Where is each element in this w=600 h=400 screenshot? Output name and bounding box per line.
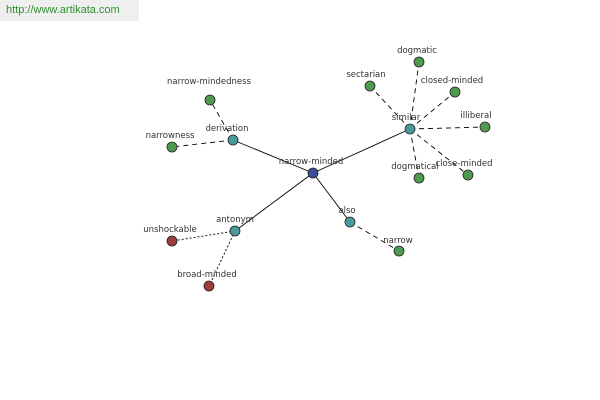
edge-antonym-unshockable xyxy=(171,230,236,242)
node-label-sectarian[interactable]: sectarian xyxy=(346,70,385,80)
node-narrowness[interactable] xyxy=(166,141,178,153)
node-label-narrow-minded[interactable]: narrow-minded xyxy=(279,157,344,167)
node-label-unshockable[interactable]: unshockable xyxy=(143,225,196,235)
labels-layer: narrow-minded derivation similar antonym als… xyxy=(143,46,492,280)
edge-similar-sectarian xyxy=(369,85,411,130)
edge-narrow-minded-antonym xyxy=(234,172,314,232)
edge-narrow-minded-similar xyxy=(312,128,411,174)
edge-also-narrow xyxy=(349,221,400,252)
node-narrow[interactable] xyxy=(393,245,405,257)
node-dogmatic[interactable] xyxy=(413,56,425,68)
node-dogmatical[interactable] xyxy=(413,172,425,184)
node-narrow-minded[interactable] xyxy=(307,167,319,179)
edge-similar-illiberal xyxy=(409,126,486,130)
node-also[interactable] xyxy=(344,216,356,228)
edge-similar-closed-minded xyxy=(409,91,456,130)
node-label-antonym[interactable]: antonym xyxy=(216,215,254,225)
node-label-close-minded[interactable]: close-minded xyxy=(435,159,492,169)
node-similar[interactable] xyxy=(404,123,416,135)
node-sectarian[interactable] xyxy=(364,80,376,92)
node-unshockable[interactable] xyxy=(166,235,178,247)
node-label-narrow[interactable]: narrow xyxy=(383,236,412,246)
node-label-dogmatic[interactable]: dogmatic xyxy=(397,46,437,56)
edge-similar-dogmatic xyxy=(409,61,420,130)
site-url-link[interactable]: http://www.artikata.com xyxy=(6,4,120,16)
edge-similar-close-minded xyxy=(409,128,469,176)
node-label-narrowness[interactable]: narrowness xyxy=(146,131,195,141)
edge-narrow-minded-derivation xyxy=(232,139,314,174)
node-narrow-mindedness[interactable] xyxy=(204,94,216,106)
node-label-broad-minded[interactable]: broad-minded xyxy=(177,270,237,280)
edges-layer xyxy=(171,61,486,287)
node-label-closed-minded[interactable]: closed-minded xyxy=(421,76,483,86)
edge-narrow-minded-also xyxy=(312,172,351,223)
node-broad-minded[interactable] xyxy=(203,280,215,292)
node-label-narrow-mindedness[interactable]: narrow-mindedness xyxy=(167,77,252,87)
nodes-layer xyxy=(166,56,491,292)
node-label-dogmatical[interactable]: dogmatical xyxy=(391,162,438,172)
node-label-similar[interactable]: similar xyxy=(392,113,421,123)
node-derivation[interactable] xyxy=(227,134,239,146)
node-close-minded[interactable] xyxy=(462,169,474,181)
url-banner: http://www.artikata.com xyxy=(0,0,139,21)
node-label-illiberal[interactable]: illiberal xyxy=(460,111,491,121)
node-label-derivation[interactable]: derivation xyxy=(205,124,248,134)
node-closed-minded[interactable] xyxy=(449,86,461,98)
node-antonym[interactable] xyxy=(229,225,241,237)
node-label-also[interactable]: also xyxy=(338,206,355,216)
edge-derivation-narrow-mindedness xyxy=(209,99,234,141)
edge-derivation-narrowness xyxy=(171,139,234,148)
node-illiberal[interactable] xyxy=(479,121,491,133)
